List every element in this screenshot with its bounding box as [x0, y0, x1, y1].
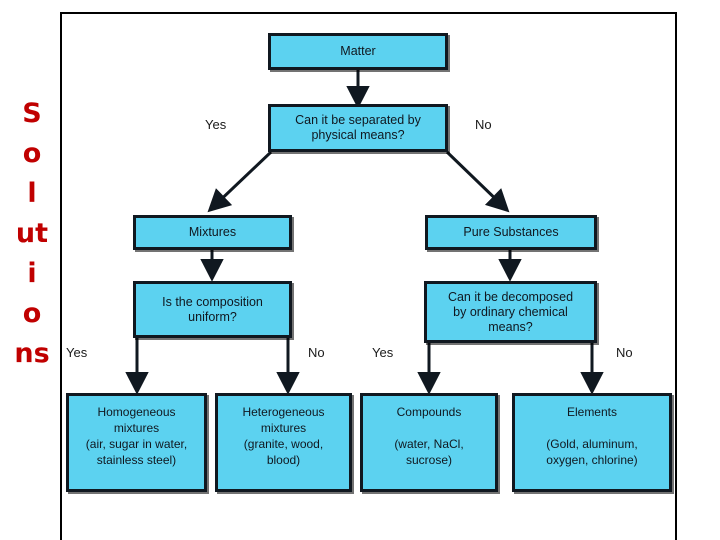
node-question-uniform-label: Is the composition uniform?: [162, 294, 263, 324]
node-mixtures[interactable]: Mixtures: [133, 215, 292, 250]
side-title-char: S: [22, 98, 42, 129]
side-title-char: l: [27, 178, 37, 209]
side-title-char: ns: [14, 338, 50, 369]
node-compounds[interactable]: Compounds (water, NaCl, sucrose): [360, 393, 498, 492]
node-compounds-label: Compounds (water, NaCl, sucrose): [394, 405, 464, 467]
node-elements[interactable]: Elements (Gold, aluminum, oxygen, chlori…: [512, 393, 672, 492]
edge-label-decompose-no: No: [616, 345, 633, 360]
side-title-char: o: [22, 298, 42, 329]
edge-label-separate-yes: Yes: [205, 117, 227, 132]
node-question-decompose-label: Can it be decomposed by ordinary chemica…: [447, 289, 574, 334]
node-matter[interactable]: Matter: [268, 33, 448, 70]
side-title-char: i: [27, 258, 37, 289]
edge-label-uniform-yes: Yes: [66, 345, 88, 360]
node-pure-substances[interactable]: Pure Substances: [425, 215, 597, 250]
node-heterogeneous-mixtures[interactable]: Heterogeneous mixtures (granite, wood, b…: [215, 393, 352, 492]
side-title-char: o: [22, 138, 42, 169]
node-question-separate-label: Can it be separated by physical means?: [295, 113, 421, 142]
node-mixtures-label: Mixtures: [188, 225, 237, 239]
node-pure-substances-label: Pure Substances: [463, 225, 559, 239]
side-title-solutions: S o l ut i o ns: [6, 94, 58, 374]
node-homogeneous-mixtures[interactable]: Homogeneous mixtures (air, sugar in wate…: [66, 393, 207, 492]
node-question-decompose[interactable]: Can it be decomposed by ordinary chemica…: [424, 281, 597, 343]
side-title-char: ut: [15, 218, 49, 249]
node-elements-label: Elements (Gold, aluminum, oxygen, chlori…: [546, 405, 638, 467]
edge-label-uniform-no: No: [308, 345, 325, 360]
node-question-separate[interactable]: Can it be separated by physical means?: [268, 104, 448, 152]
edge-label-separate-no: No: [475, 117, 492, 132]
node-heterogeneous-mixtures-label: Heterogeneous mixtures (granite, wood, b…: [242, 405, 325, 467]
node-matter-label: Matter: [340, 44, 376, 58]
node-homogeneous-mixtures-label: Homogeneous mixtures (air, sugar in wate…: [85, 405, 188, 467]
node-question-uniform[interactable]: Is the composition uniform?: [133, 281, 292, 338]
edge-label-decompose-yes: Yes: [372, 345, 394, 360]
